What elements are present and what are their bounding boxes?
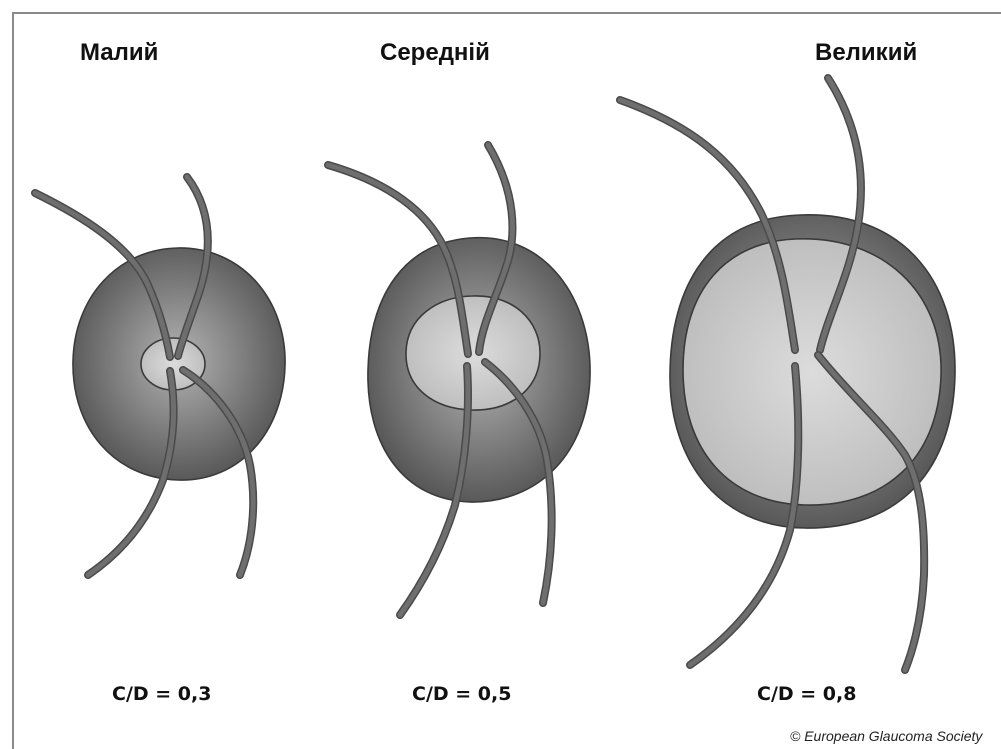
large-optic-disc: [620, 78, 955, 670]
medium-disc-title: Середній: [380, 39, 490, 66]
small-disc-cd-ratio: C/D = 0,3: [112, 683, 211, 705]
small-disc-title: Малий: [80, 39, 158, 66]
large-disc-cd-ratio: C/D = 0,8: [757, 683, 856, 705]
optic-cup: [683, 239, 941, 505]
large-disc-title: Великий: [815, 39, 917, 66]
medium-optic-disc: [328, 145, 590, 615]
medium-disc-cd-ratio: C/D = 0,5: [412, 683, 511, 705]
copyright-notice: © European Glaucoma Society: [790, 728, 983, 744]
small-optic-disc: [35, 177, 285, 575]
